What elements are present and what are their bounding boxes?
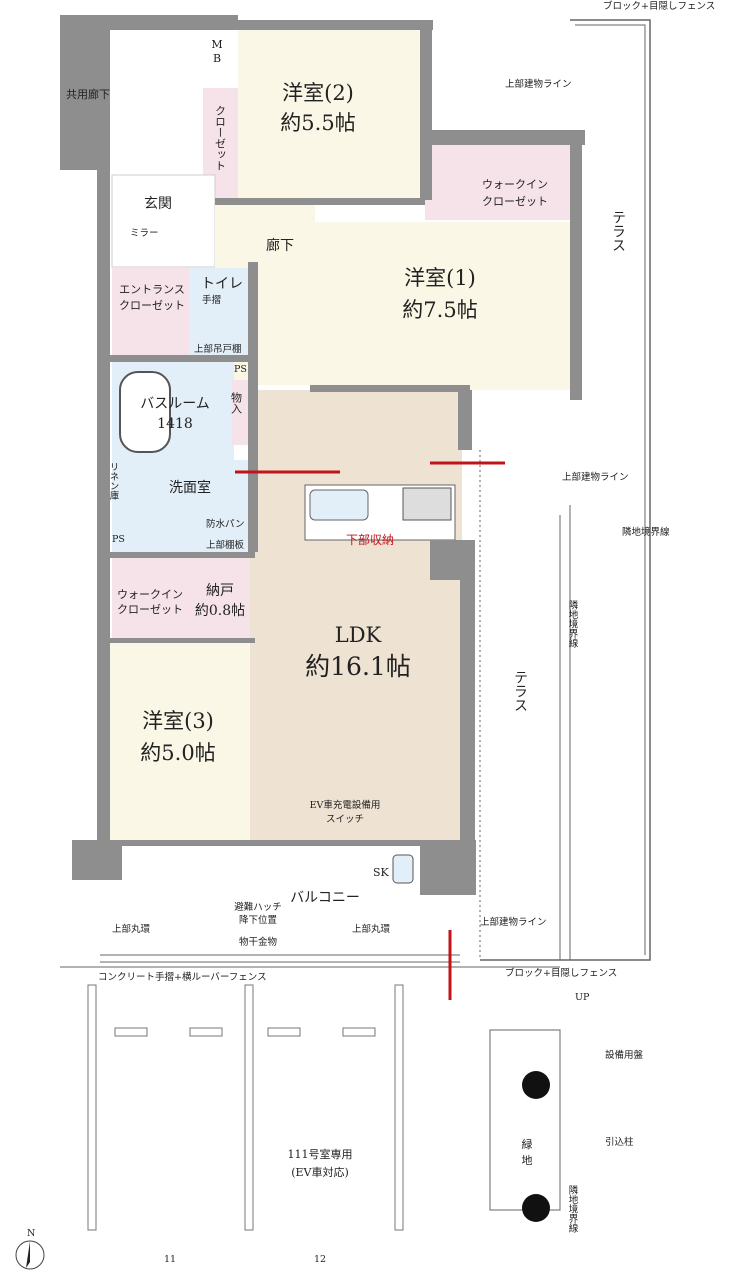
washroom-fill <box>112 460 250 555</box>
room-name-washroom: 洗面室 <box>169 479 211 496</box>
linen-label: リネン庫 <box>108 462 120 501</box>
upper-building-line-label: 上部建物ライン <box>505 78 572 90</box>
ps-label-2: PS <box>112 534 125 545</box>
room-name-toilet: トイレ <box>201 276 243 292</box>
outer-lines <box>60 19 651 1211</box>
room-name-western1: 洋室(1) <box>404 266 476 290</box>
walkin-left-label-2: クローゼット <box>117 603 183 616</box>
parking-label-2: (EV車対応) <box>291 1165 349 1179</box>
under-storage-label: 下部収納 <box>346 532 394 547</box>
walkin-left-label: ウォークイン <box>117 588 183 601</box>
lead-pole-icon-2 <box>522 1194 550 1222</box>
upper-ring-label-2: 上部丸環 <box>352 923 391 935</box>
entrance-closet-label-2: クローゼット <box>119 299 185 312</box>
storeroom-fill <box>190 558 250 638</box>
stove-icon <box>402 487 452 521</box>
ev-switch-label-2: スイッチ <box>326 814 364 825</box>
lead-pole-icon <box>522 1071 550 1099</box>
entrance-fill <box>111 174 216 268</box>
lead-pole-label: 引込柱 <box>605 1136 634 1148</box>
room-size-bathroom: 1418 <box>157 416 193 432</box>
storage-fill <box>232 380 250 445</box>
ventilation-arrows <box>235 461 505 1000</box>
western3-fill <box>110 642 250 840</box>
western1-fill <box>315 222 575 390</box>
room-size-western3: 約5.0帖 <box>140 741 215 765</box>
walkin-top-label-2: クローゼット <box>482 195 548 208</box>
upper-ring-label: 上部丸環 <box>112 923 151 935</box>
walkin-top-fill <box>425 145 575 220</box>
block-fence-label: ブロック+目隠しフェンス <box>603 0 715 12</box>
mirror-label: ミラー <box>130 228 159 239</box>
entrance-closet-fill <box>112 268 190 358</box>
room-size-ldk: 約16.1帖 <box>305 652 411 681</box>
mb-label: M <box>211 38 222 51</box>
upper-shelf-label: 上部棚板 <box>206 539 245 551</box>
room-name-bathroom: バスルーム <box>140 396 210 412</box>
room-name-balcony: バルコニー <box>290 890 360 906</box>
boundary-label-2: 隣地境界線 <box>567 599 579 647</box>
sink-icon <box>309 489 369 521</box>
room-name-ldk: LDK <box>335 623 382 647</box>
common-corridor-label: 共用廊下 <box>66 87 110 101</box>
block-fence-label-2: ブロック+目隠しフェンス <box>505 967 617 979</box>
terrace-label-top: テラス <box>610 210 626 252</box>
walkin-top-label: ウォークイン <box>482 178 548 191</box>
upper-building-line-label-2: 上部建物ライン <box>562 471 629 483</box>
boundary-label: 隣地境界線 <box>622 526 670 538</box>
north-compass-icon <box>15 1240 45 1270</box>
north-label: N <box>27 1228 35 1239</box>
ev-switch-label: EV車充電設備用 <box>310 799 381 811</box>
green-label: 緑 <box>522 1137 533 1151</box>
ps-label: PS <box>234 364 247 375</box>
parking-number-12: 12 <box>314 1254 326 1265</box>
boundary-label-3: 隣地境界線 <box>567 1184 579 1232</box>
storage-label: 物入 <box>230 391 243 414</box>
walkin-left-fill <box>112 558 190 638</box>
upper-cabinet-label: 上部吊戸棚 <box>194 343 242 355</box>
up-label: UP <box>575 992 590 1003</box>
room-size-western1: 約7.5帖 <box>402 298 477 322</box>
terrace-label-right: テラス <box>512 670 528 712</box>
green-label-2: 地 <box>522 1154 533 1167</box>
room-name-hallway: 廊下 <box>266 237 294 254</box>
mb-label-2: B <box>213 52 221 65</box>
closet-label: クローゼット <box>214 105 227 171</box>
walls <box>60 15 585 895</box>
evac-hatch-label-2: 降下位置 <box>239 914 277 926</box>
room-name-storeroom: 納戸 <box>206 583 234 599</box>
parking-number-11: 11 <box>164 1254 176 1265</box>
drying-hardware-label: 物干金物 <box>239 936 278 948</box>
labels: 洋室(2) 約5.5帖 洋室(1) 約7.5帖 洋室(3) 約5.0帖 LDK … <box>27 0 715 1265</box>
room-name-entrance: 玄関 <box>144 195 172 212</box>
room-size-western2: 約5.5帖 <box>280 111 355 135</box>
evac-hatch-label: 避難ハッチ <box>234 901 282 913</box>
room-name-western2: 洋室(2) <box>282 81 354 105</box>
equipment-panel-label: 設備用盤 <box>605 1049 644 1061</box>
room-size-storeroom: 約0.8帖 <box>195 603 245 619</box>
waterproof-pan-label: 防水パン <box>206 518 244 530</box>
sk-label: SK <box>373 866 390 879</box>
entrance-closet-label: エントランス <box>119 283 185 296</box>
parking-lines <box>87 984 404 1231</box>
handrail-label: 手摺 <box>202 294 221 306</box>
bathtub-icon <box>119 371 171 453</box>
upper-building-line-label-3: 上部建物ライン <box>480 916 547 928</box>
room-name-western3: 洋室(3) <box>142 709 214 733</box>
parking-label: 111号室専用 <box>288 1147 353 1161</box>
toilet-fill <box>190 268 252 358</box>
sk-sink-icon <box>392 854 414 884</box>
railing-label: コンクリート手摺+横ルーバーフェンス <box>98 971 267 983</box>
western2-fill <box>238 30 420 202</box>
ldk-fill <box>250 390 462 840</box>
